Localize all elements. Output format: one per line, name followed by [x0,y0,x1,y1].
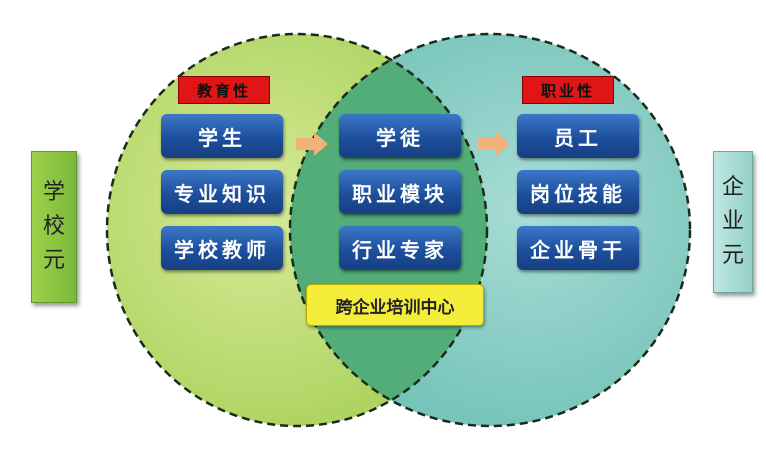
education-tag: 教育性 [178,76,270,104]
label-char: 业 [721,209,744,234]
box-employee: 员工 [517,114,639,158]
box-job-skills: 岗位技能 [517,170,639,214]
label-char: 元 [42,248,65,273]
box-industry-expert: 行业专家 [339,226,461,270]
label-char: 学 [42,180,65,205]
label-char: 元 [721,243,744,268]
label-char: 企 [721,175,744,200]
box-school-teacher: 学校教师 [161,226,283,270]
arrow-right-icon [478,132,510,156]
box-professional-knowledge: 专业知识 [161,170,283,214]
arrow-right-icon [296,132,328,156]
school-side-label: 学 校 元 [31,151,77,303]
box-apprentice: 学徒 [339,114,461,158]
enterprise-side-label: 企 业 元 [713,151,753,293]
vocational-tag: 职业性 [522,76,614,104]
box-enterprise-backbone: 企业骨干 [517,226,639,270]
label-char: 校 [42,214,65,239]
box-student: 学生 [161,114,283,158]
box-vocational-module: 职业模块 [339,170,461,214]
cross-enterprise-training-center: 跨企业培训中心 [306,284,484,326]
